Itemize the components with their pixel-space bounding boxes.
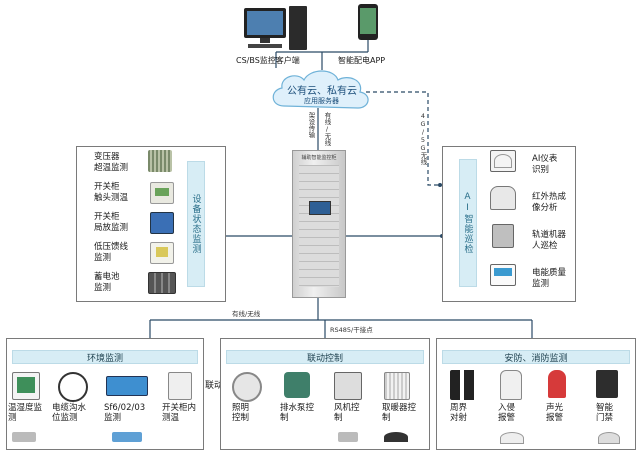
left-item-0-line2: 超温监测 — [94, 163, 129, 173]
right-item-1-line1: 红外热成 — [532, 192, 567, 202]
heater-icon — [384, 372, 410, 400]
access-control-icon — [596, 370, 618, 398]
right-item-3-line2: 监测 — [532, 279, 550, 289]
right-item-2-line2: 人巡检 — [532, 241, 558, 251]
linkage-control-title: 联动控制 — [226, 350, 424, 364]
left-item-2-line2: 局放监测 — [94, 223, 129, 233]
siren-alarm-icon — [548, 370, 566, 398]
right-item-0-line1: AI仪表 — [532, 154, 558, 164]
intrusion-detector-icon — [500, 370, 522, 400]
security-item-1: 入侵报警 — [498, 403, 516, 423]
left-item-0-line1: 变压器 — [94, 152, 120, 162]
smoke-detector-icon — [500, 432, 524, 444]
meter-icon — [490, 150, 516, 172]
linkage-item-1: 排水泵控制 — [280, 403, 315, 423]
env-extra-device-icon-2 — [112, 432, 142, 442]
water-level-sensor-icon — [58, 372, 88, 402]
cloud-subtitle: 应用服务器 — [304, 97, 339, 105]
camera-dome-icon — [598, 432, 620, 444]
power-quality-meter-icon — [490, 264, 516, 286]
linkage-item-2: 风机控制 — [334, 403, 360, 423]
left-item-4-line2: 监测 — [94, 283, 112, 293]
left-item-1-line1: 开关柜 — [94, 182, 120, 192]
pump-icon — [284, 372, 310, 398]
sf6-sensor-icon — [106, 376, 148, 396]
link-label-4g5g: 4G/5G无线 — [419, 112, 427, 165]
left-panel-bar: 设备状态监测 — [187, 161, 205, 287]
cloud-server-icon — [272, 70, 369, 109]
env-item-2: Sf6/02/03监测 — [104, 403, 146, 423]
smart-app-label: 智能配电APP — [338, 56, 386, 65]
cloud-title: 公有云、私有云 — [287, 86, 357, 97]
cabinet-temp-sensor-icon — [168, 372, 192, 400]
bus-label-wired: 有线/无线 — [232, 310, 261, 318]
linkage-extra-device-icon-2 — [384, 432, 408, 442]
security-item-0: 周界对射 — [450, 403, 468, 423]
cs-bs-client-label: CS/BS监控客户端 — [236, 56, 300, 65]
env-extra-device-icon-1 — [12, 432, 36, 442]
rail-robot-icon — [492, 224, 514, 248]
env-item-1: 电缆沟水位监测 — [52, 403, 87, 423]
cabinet-screen — [309, 201, 331, 215]
linkage-item-3: 取暖器控制 — [382, 403, 417, 423]
linkage-item-0: 照明控制 — [232, 403, 250, 423]
right-item-0-line2: 识别 — [532, 165, 550, 175]
env-monitoring-title: 环境监测 — [12, 350, 198, 364]
contact-temp-sensor-icon — [150, 182, 174, 204]
fan-icon — [334, 372, 362, 400]
bus-label-rs485: RS485/干接点 — [330, 326, 373, 334]
right-panel-bar: AI智能巡检 — [459, 159, 477, 287]
linkage-label: 联动 — [205, 381, 224, 391]
left-item-2-line1: 开关柜 — [94, 212, 120, 222]
thermal-camera-icon — [490, 186, 516, 210]
left-item-3-line2: 监测 — [94, 253, 112, 263]
security-fire-title: 安防、消防监测 — [442, 350, 630, 364]
right-item-2-line1: 轨道机器 — [532, 230, 567, 240]
right-item-1-line2: 像分析 — [532, 203, 558, 213]
transformer-icon — [148, 150, 172, 172]
security-item-3: 智能门禁 — [596, 403, 614, 423]
phone-app-icon — [358, 4, 378, 40]
linkage-extra-device-icon-1 — [338, 432, 358, 442]
lighting-icon — [232, 372, 262, 402]
left-item-1-line2: 触头测温 — [94, 193, 129, 203]
left-item-4-line1: 蓄电池 — [94, 272, 120, 282]
partial-discharge-sensor-icon — [150, 212, 174, 234]
right-item-3-line1: 电能质量 — [532, 268, 567, 278]
feeder-monitor-icon — [150, 242, 174, 264]
link-label-wireless: 有线/无线 — [323, 112, 331, 146]
left-item-3-line1: 低压馈线 — [94, 242, 129, 252]
security-item-2: 声光报警 — [546, 403, 564, 423]
battery-monitor-icon — [148, 272, 176, 294]
pc-client-icon — [244, 6, 308, 50]
link-label-wired: 架设传输 — [307, 112, 315, 138]
env-item-3: 开关柜内测温 — [162, 403, 197, 423]
left-panel-device-status: 设备状态监测 — [76, 146, 226, 302]
monitoring-cabinet: 辅助智能监控柜 — [292, 150, 346, 298]
perimeter-beam-icon — [450, 370, 476, 400]
temp-humidity-sensor-icon — [12, 372, 40, 400]
cabinet-title: 辅助智能监控柜 — [301, 155, 337, 161]
env-item-0: 温湿度监测 — [8, 403, 43, 423]
